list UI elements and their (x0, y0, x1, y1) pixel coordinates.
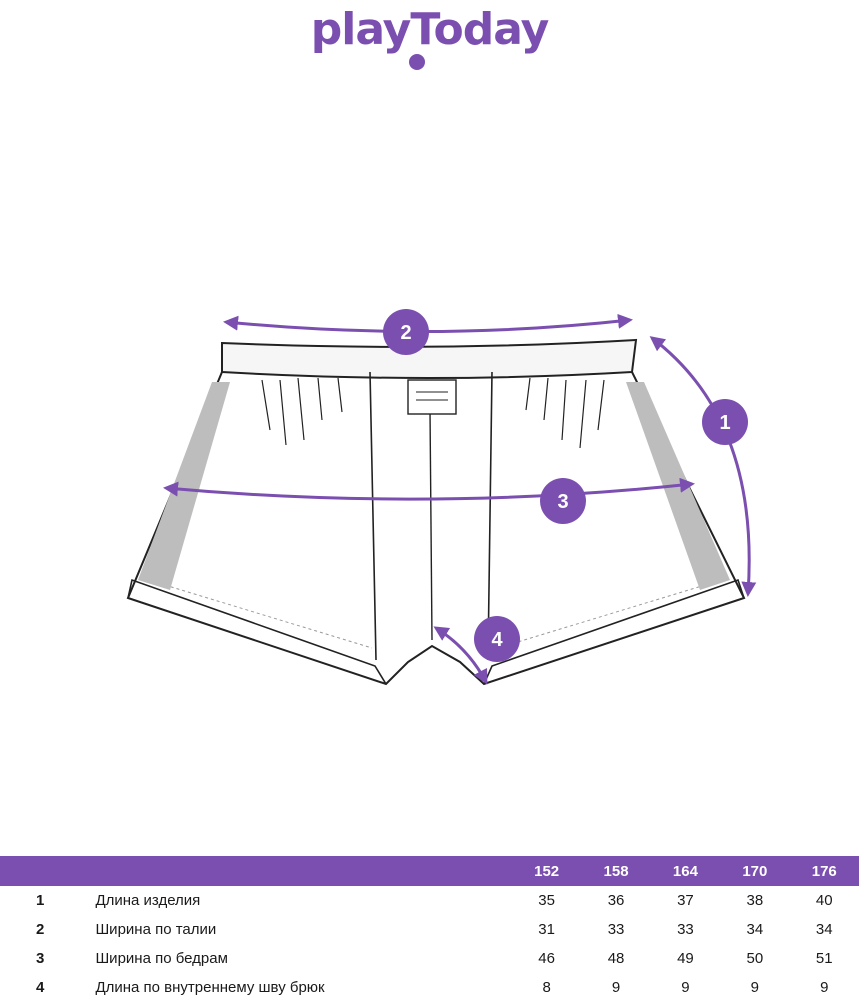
row-label: Ширина по талии (95, 921, 217, 938)
size-header-row: 152 158 164 170 176 (0, 856, 859, 886)
marker-badge-4: 4 (474, 616, 520, 662)
table-cell: 8 (542, 979, 551, 996)
table-cell: 34 (746, 921, 764, 938)
table-cell: 33 (607, 921, 625, 938)
row-number: 2 (36, 921, 45, 938)
table-cell: 9 (820, 979, 829, 996)
table-cell: 35 (538, 892, 555, 909)
hip-width-arrow (163, 477, 695, 501)
inseam-arrow (433, 626, 488, 685)
size-header: 152 (511, 856, 582, 886)
table-row: 1 Длина изделия 35 36 37 38 40 (0, 886, 859, 915)
table-cell: 37 (677, 892, 694, 909)
size-header: 176 (789, 856, 859, 886)
table-cell: 50 (746, 950, 764, 967)
svg-text:1: 1 (719, 412, 730, 434)
marker-badge-2: 2 (383, 309, 429, 355)
table-cell: 9 (750, 979, 760, 996)
table-cell: 40 (815, 892, 833, 909)
size-header: 170 (720, 856, 790, 886)
table-cell: 33 (677, 921, 694, 938)
shorts-diagram: 1 2 3 4 (126, 309, 757, 686)
marker-badge-1: 1 (702, 399, 748, 445)
row-label: Длина по внутреннему шву брюк (95, 979, 325, 996)
measure-arrows (163, 313, 757, 685)
size-table: 152 158 164 170 176 1 Длина изделия 35 3… (0, 856, 859, 1002)
table-cell: 9 (611, 979, 621, 996)
table-cell: 38 (746, 892, 764, 909)
table-row: 3 Ширина по бедрам 46 48 49 50 51 (0, 944, 859, 973)
table-cell: 48 (607, 950, 625, 967)
size-header: 158 (581, 856, 651, 886)
brand-logo: playToday (0, 0, 859, 80)
header-empty-label (95, 856, 512, 886)
row-number: 1 (36, 892, 45, 909)
table-cell: 49 (677, 950, 694, 967)
svg-text:2: 2 (400, 322, 411, 344)
svg-text:4: 4 (491, 629, 503, 651)
size-header: 164 (650, 856, 721, 886)
marker-badge-3: 3 (540, 478, 586, 524)
row-number: 3 (36, 950, 45, 967)
table-cell: 51 (815, 950, 833, 967)
row-number: 4 (36, 979, 45, 996)
table-cell: 9 (681, 979, 690, 996)
shorts-outline (126, 338, 746, 686)
brand-logo-dot-icon (409, 54, 425, 70)
table-row: 2 Ширина по талии 31 33 33 34 34 (0, 915, 859, 944)
table-cell: 34 (815, 921, 833, 938)
table-cell: 31 (538, 921, 555, 938)
waist-width-arrow (223, 313, 633, 334)
header-empty-num (0, 856, 96, 886)
left-side-stripe (138, 382, 230, 590)
table-cell: 46 (538, 950, 555, 967)
table-row: 4 Длина по внутреннему шву брюк 8 9 9 9 … (0, 973, 859, 1002)
svg-text:3: 3 (557, 491, 568, 513)
table-cell: 36 (607, 892, 625, 909)
row-label: Длина изделия (95, 892, 201, 909)
brand-name: playToday (310, 4, 550, 55)
row-label: Ширина по бедрам (95, 950, 228, 967)
